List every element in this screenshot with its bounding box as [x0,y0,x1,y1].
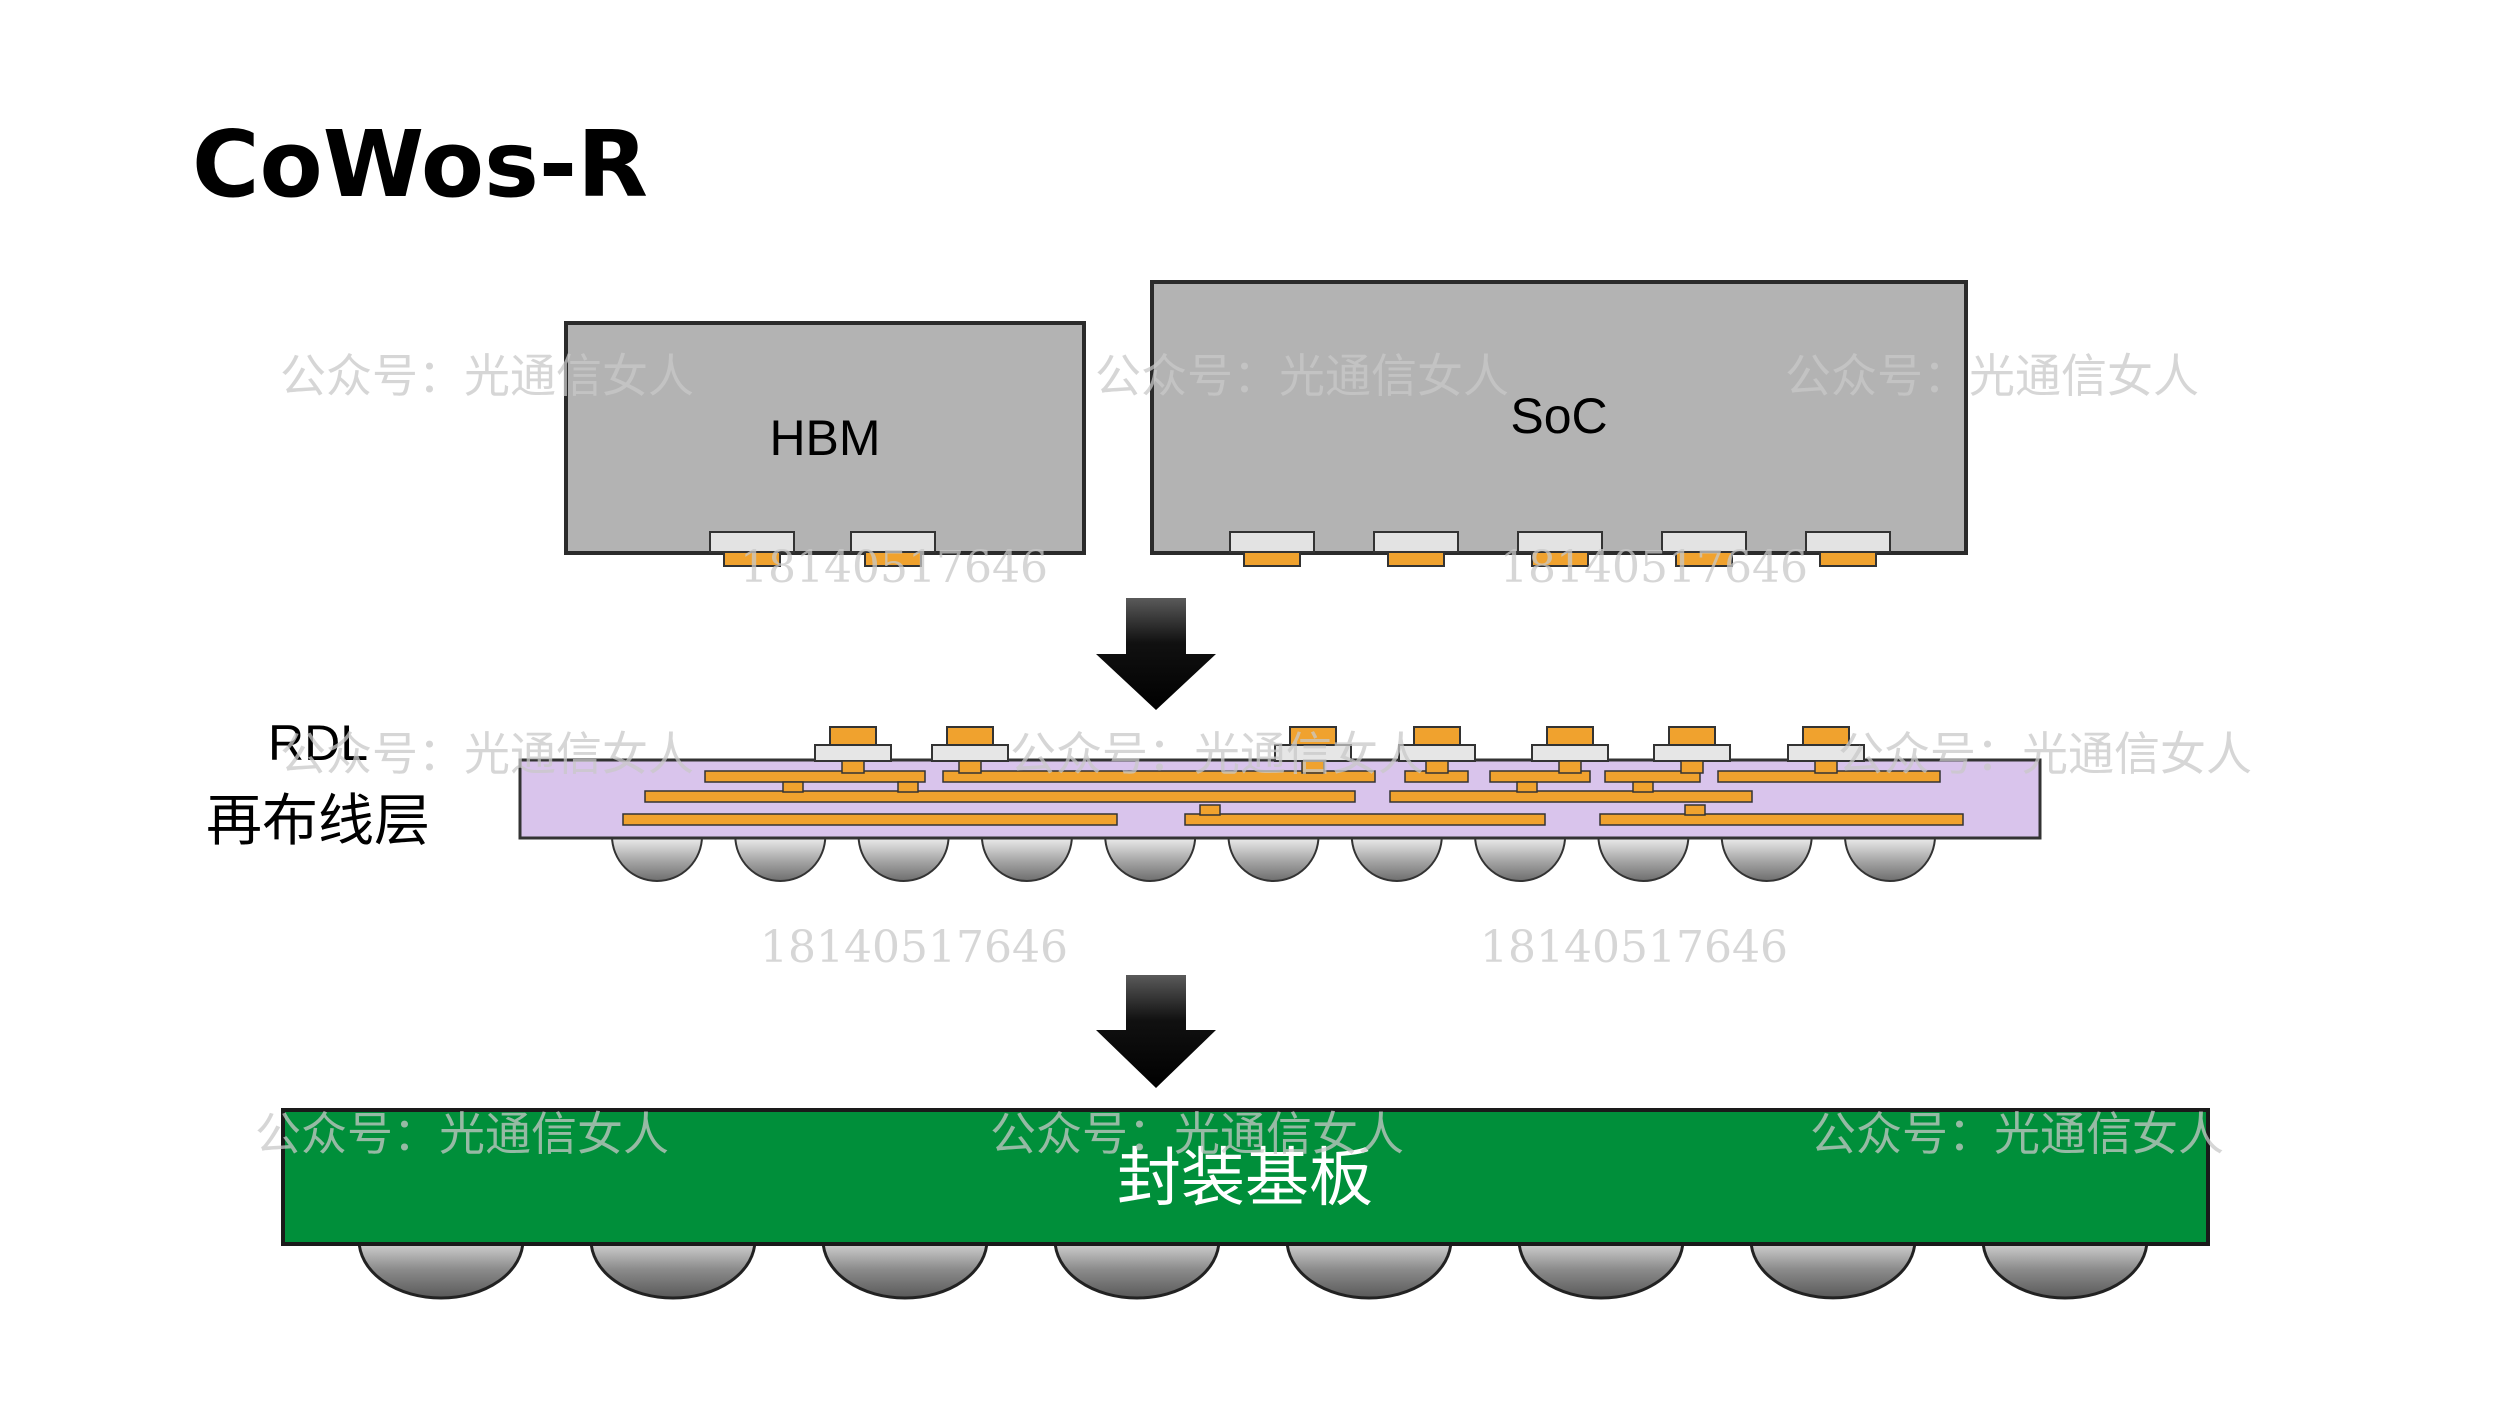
rdl-top-via [1680,760,1704,774]
rdl-trace [1489,770,1591,783]
rdl-via [897,781,919,793]
rdl-bump [610,835,704,882]
watermark-account: 公众号：光通信女人 [1010,727,1424,781]
substrate-ball [1749,1238,1917,1300]
watermark-account: 公众号：光通信女人 [1785,349,2199,403]
rdl-bump [857,835,950,882]
rdl-bump [734,835,827,882]
chip-bump [1819,551,1877,567]
rdl-cjk-label: 再布线层 [206,789,430,854]
rdl-bump [1597,835,1690,882]
soc-pads [1229,531,1891,567]
watermark-phone: 18140517646 [1500,542,1808,593]
hbm-pads [709,531,936,567]
rdl-top-pad [1531,744,1609,762]
watermark-account: 公众号：光通信女人 [1095,349,1509,403]
substrate-ball [1285,1238,1453,1300]
watermark-account: 公众号：光通信女人 [990,1107,1404,1161]
chip-pad [1229,531,1315,553]
down-arrow-icon [1096,975,1216,1088]
rdl-bump [980,835,1073,882]
rdl-bump [1720,835,1813,882]
substrate-body [281,1108,2210,1246]
rdl-trace [704,770,926,783]
soc-label: SoC [1510,388,1607,444]
watermark-phone: 18140517646 [760,922,1068,973]
substrate-ball [357,1238,525,1300]
substrate-label: 封装基板 [1117,1142,1373,1216]
rdl-top-bump [1546,726,1594,746]
watermark-account: 公众号：光通信女人 [280,727,694,781]
substrate-ball [821,1238,989,1300]
rdl-via [1199,804,1221,816]
rdl-top-via [1301,760,1325,774]
rdl-top-pads [814,726,1865,774]
rdl-top-pad [1653,744,1731,762]
rdl-top-via [841,760,865,774]
rdl-top-via [1558,760,1582,774]
watermark-account: 公众号：光通信女人 [1838,727,2252,781]
rdl-trace [1599,813,1964,826]
rdl-bump [1843,835,1937,882]
watermark-account: 公众号：光通信女人 [255,1107,669,1161]
rdl-traces [622,770,1964,826]
substrate-ball [1517,1238,1685,1300]
substrate-ball [589,1238,757,1300]
rdl-top-bump [829,726,877,746]
hbm-chip-body [564,321,1086,555]
substrate-ball [1981,1238,2149,1300]
rdl-top-pad [814,744,892,762]
watermarks: 公众号：光通信女人 公众号：光通信女人 公众号：光通信女人 1814051764… [255,349,2252,1161]
substrate-solder-balls [357,1238,2149,1300]
chip-bump [1387,551,1445,567]
chip-bump [864,551,922,567]
rdl-top-bump [1668,726,1716,746]
rdl-bump [1104,835,1197,882]
rdl-trace [622,813,1118,826]
rdl-top-bump [946,726,994,746]
page-title: CoWos-R [192,111,648,218]
rdl-bump [1227,835,1320,882]
rdl-bottom-bumps [610,835,1937,882]
rdl-via [782,781,804,793]
chip-bump [1243,551,1301,567]
watermark-phone: 18140517646 [740,542,1048,593]
package-substrate: 封装基板 [281,1108,2210,1300]
watermark-account: 公众号：光通信女人 [1810,1107,2224,1161]
watermark-phone: 18140517646 [1480,922,1788,973]
chip-bump [1531,551,1589,567]
down-arrow-icon [1096,598,1216,710]
rdl-top-via [958,760,982,774]
rdl-bump [1350,835,1443,882]
chip-bump [723,551,781,567]
rdl-trace [1389,790,1753,803]
chip-bump [1675,551,1733,567]
rdl-layer [518,726,2042,882]
substrate-ball [1053,1238,1221,1300]
hbm-label: HBM [769,410,880,466]
rdl-top-via [1814,760,1838,774]
rdl-trace [644,790,1356,803]
soc-chip-body [1150,280,1968,555]
soc-chip: SoC [1150,280,1968,567]
rdl-via [1516,781,1538,793]
rdl-top-pad [931,744,1009,762]
rdl-bump [1474,835,1567,882]
rdl-via [1632,781,1654,793]
rdl-top-via [1425,760,1449,774]
rdl-trace [1184,813,1546,826]
rdl-label: RDL [268,715,368,771]
chip-pad [1805,531,1891,553]
rdl-via [1684,804,1706,816]
rdl-trace [942,770,1376,783]
watermark-account: 公众号：光通信女人 [280,349,694,403]
chip-pad [1373,531,1459,553]
hbm-chip: HBM [564,321,1086,567]
